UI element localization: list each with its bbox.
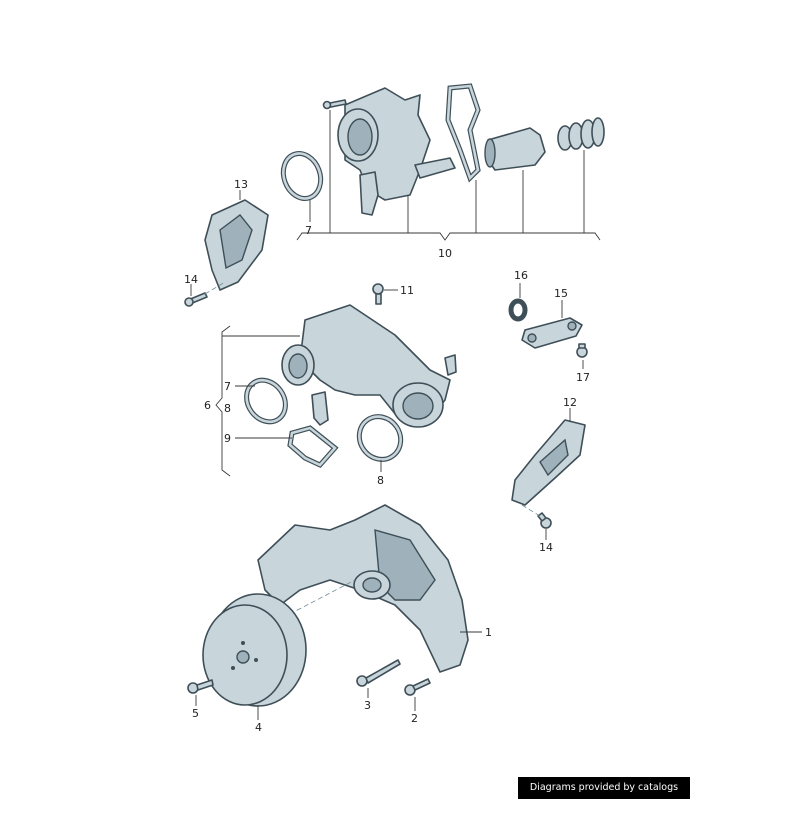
- o-ring-7-top[interactable]: [277, 148, 327, 204]
- callout-1: 1: [485, 626, 492, 639]
- flange-15[interactable]: [521, 317, 583, 349]
- bolt-5[interactable]: [187, 679, 214, 694]
- o-ring-8[interactable]: [351, 409, 409, 468]
- callout-14: 14: [539, 541, 553, 554]
- callout-12: 12: [563, 396, 577, 409]
- pulley-4[interactable]: [202, 593, 307, 707]
- cover-plate-13[interactable]: [204, 199, 269, 291]
- callout-14: 14: [184, 273, 198, 286]
- o-ring-16[interactable]: [508, 298, 528, 322]
- callout-5: 5: [192, 707, 199, 720]
- water-pump-exploded-diagram: 7 10 13 14 11 6 7 8 9 8 16 15 17 12 14: [184, 83, 605, 734]
- bolt-14-left[interactable]: [184, 292, 208, 307]
- callout-4: 4: [255, 721, 262, 734]
- callout-7: 7: [224, 380, 231, 393]
- bolt-17[interactable]: [576, 343, 588, 358]
- callout-17: 17: [576, 371, 590, 384]
- callout-15: 15: [554, 287, 568, 300]
- bolt-top[interactable]: [322, 99, 347, 110]
- callout-3: 3: [364, 699, 371, 712]
- callout-6: 6: [204, 399, 211, 412]
- spring[interactable]: [557, 117, 605, 151]
- bolt-11[interactable]: [372, 283, 384, 305]
- thermostat-housing-top[interactable]: [337, 87, 456, 216]
- callout-7: 7: [305, 224, 312, 237]
- callout-9: 9: [224, 432, 231, 445]
- cover-plate-12[interactable]: [511, 419, 586, 506]
- water-pump-1[interactable]: [257, 504, 469, 673]
- o-ring-7-mid[interactable]: [239, 373, 294, 430]
- bolt-3[interactable]: [356, 659, 401, 687]
- callout-10: 10: [438, 247, 452, 260]
- gasket-top[interactable]: [445, 83, 481, 183]
- callout-8: 8: [224, 402, 231, 415]
- coolant-housing-6[interactable]: [281, 304, 457, 428]
- callout-8: 8: [377, 474, 384, 487]
- thermostat[interactable]: [484, 127, 546, 171]
- callout-2: 2: [411, 712, 418, 725]
- callout-13: 13: [234, 178, 248, 191]
- callout-11: 11: [400, 284, 414, 297]
- bolt-14-right[interactable]: [537, 512, 552, 529]
- bolt-2[interactable]: [404, 678, 431, 696]
- callout-16: 16: [514, 269, 528, 282]
- gasket-9[interactable]: [287, 425, 339, 469]
- diagram-credit-banner: Diagrams provided by catalogs parts: [518, 777, 690, 815]
